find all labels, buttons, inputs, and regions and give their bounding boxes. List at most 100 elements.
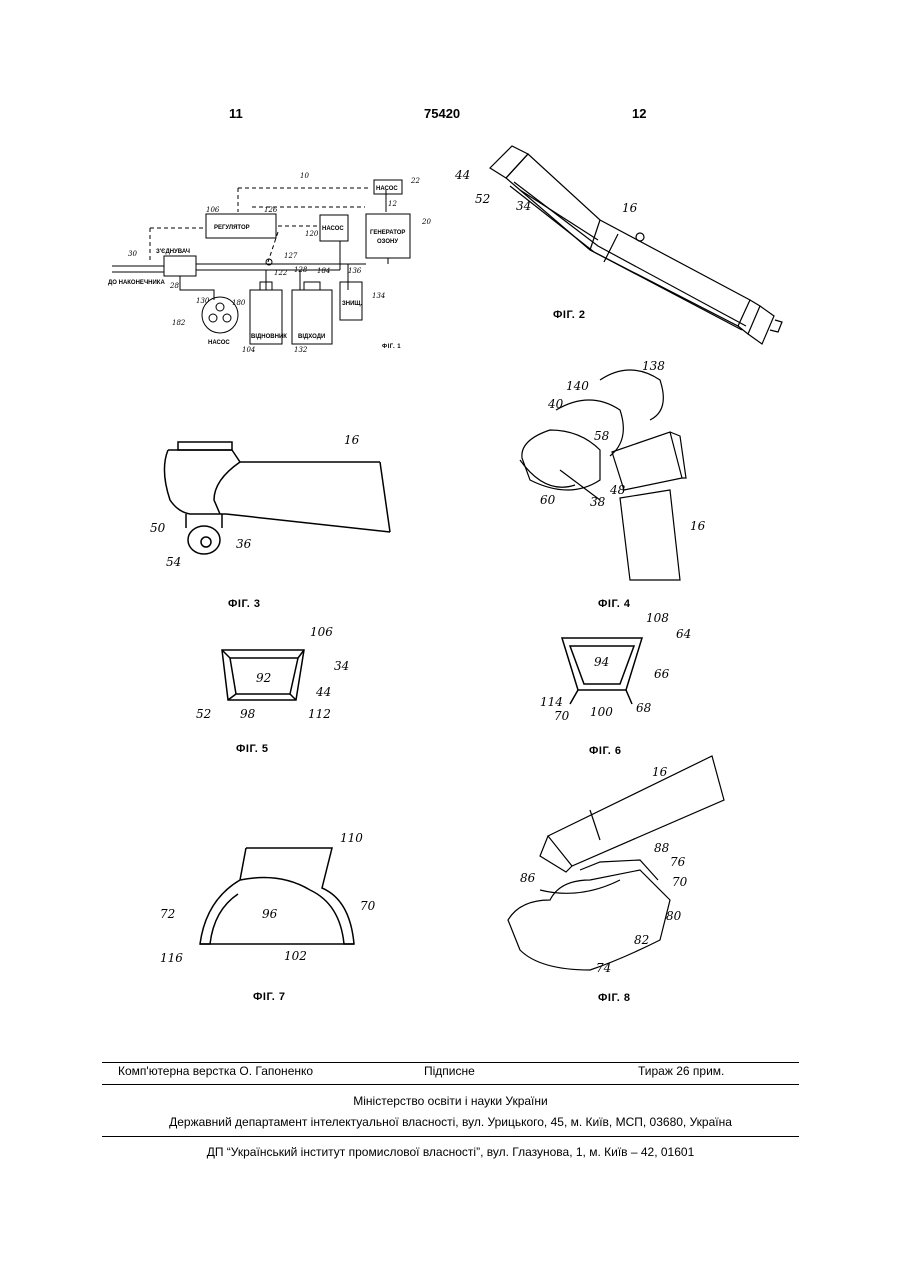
fig1-connector-block	[164, 256, 196, 276]
fig4-teeth-handpiece	[520, 370, 686, 580]
fig1-ref: 30	[128, 250, 137, 258]
fig8-ref: 76	[670, 855, 686, 869]
fig6-ref: 70	[554, 709, 570, 723]
fig1-ref: 120	[305, 230, 319, 238]
footer-ministry: Міністерство освіти і науки України	[102, 1094, 799, 1108]
fig3-ref: 16	[344, 433, 360, 447]
fig1-ref: 184	[317, 267, 330, 275]
fig8-ref: 82	[634, 933, 649, 947]
fig6-ref: 66	[654, 667, 670, 681]
fig4-ref: 140	[566, 379, 589, 393]
fig4-ref: 58	[594, 429, 610, 443]
fig4-caption: ФІГ. 4	[598, 598, 631, 610]
fig1-ref: 12	[388, 200, 397, 208]
fig8-ref: 74	[596, 961, 611, 975]
fig1-ref: 180	[232, 299, 246, 307]
fig7-caption: ФІГ. 7	[253, 991, 286, 1003]
fig2-ref: 52	[475, 192, 490, 206]
fig7-ref: 70	[360, 899, 376, 913]
fig1-ref: 126	[264, 206, 278, 214]
fig1-label-ozone-gen-1: ГЕНЕРАТОР	[370, 230, 405, 236]
fig4-ref: 40	[547, 397, 564, 411]
fig3-ref: 50	[150, 521, 166, 535]
fig3-ref: 36	[236, 537, 252, 551]
fig1-ref: 130	[196, 297, 210, 305]
footer-institute: ДП “Український інститут промислової вла…	[102, 1145, 799, 1159]
fig6-ref: 68	[636, 701, 652, 715]
footer-layout: Комп'ютерна верстка О. Гапоненко	[118, 1064, 313, 1078]
fig8-ref: 88	[654, 841, 670, 855]
fig7-ref: 96	[262, 907, 278, 921]
fig8-teeth-handpiece	[508, 756, 724, 970]
fig4-ref: 138	[642, 359, 665, 373]
fig6-ref: 64	[676, 627, 691, 641]
fig6-ref: 94	[594, 655, 609, 669]
fig1-ref: 182	[172, 319, 186, 327]
fig1-ref: 20	[421, 218, 431, 226]
fig8-ref: 86	[520, 871, 536, 885]
fig5-ref: 92	[256, 671, 271, 685]
fig1-ref: 10	[300, 172, 309, 180]
footer-signed: Підписне	[424, 1064, 475, 1078]
fig4-ref: 60	[540, 493, 556, 507]
footer-circulation: Тираж 26 прим.	[638, 1064, 724, 1078]
fig1-label-destroyer: ЗНИЩ.	[342, 301, 363, 307]
fig7-ref: 102	[284, 949, 307, 963]
fig1-label-to-tip: ДО НАКОНЕЧНИКА	[108, 280, 165, 286]
fig1-label-reductant: ВІДНОВНИК	[251, 334, 287, 340]
fig3-handpiece-head	[164, 442, 390, 554]
fig7-ref: 72	[160, 907, 175, 921]
fig5-ref: 44	[315, 685, 331, 699]
footer-department: Державний департамент інтелектуальної вл…	[102, 1115, 799, 1129]
footer-divider	[102, 1136, 799, 1137]
fig1-ref: 28	[169, 282, 179, 290]
fig4-ref: 16	[690, 519, 706, 533]
fig3-ref: 54	[166, 555, 181, 569]
fig4-ref: 48	[609, 483, 626, 497]
fig8-caption: ФІГ. 8	[598, 992, 631, 1004]
fig7-ref: 110	[340, 831, 363, 845]
patent-drawings: НАСОС РЕГУЛЯТОР НАСОС ГЕНЕРАТОР ОЗОНУ З'…	[0, 0, 901, 1040]
fig1-ref: 106	[206, 206, 220, 214]
fig8-ref: 16	[652, 765, 668, 779]
fig1-ozone-generator-block	[366, 214, 410, 258]
fig1-label-pump-top: НАСОС	[376, 186, 398, 192]
fig1-ref: 22	[410, 177, 420, 185]
fig1-ref: 104	[242, 346, 255, 354]
fig1-ref: 132	[294, 346, 308, 354]
fig5-ref: 52	[196, 707, 211, 721]
fig1-ref: 122	[274, 269, 288, 277]
fig1-ref: 128	[294, 266, 308, 274]
fig2-handpiece	[490, 146, 782, 344]
fig1-label-pump-mid: НАСОС	[322, 226, 344, 232]
fig2-caption: ФІГ. 2	[553, 309, 586, 321]
fig5-ref: 112	[308, 707, 331, 721]
fig5-caption: ФІГ. 5	[236, 743, 269, 755]
footer-divider	[102, 1062, 799, 1063]
fig6-caption: ФІГ. 6	[589, 745, 622, 757]
fig1-caption: ФІГ. 1	[382, 344, 401, 350]
fig1-label-ozone-gen-2: ОЗОНУ	[377, 239, 398, 245]
fig1-ref: 134	[372, 292, 385, 300]
fig8-ref: 70	[672, 875, 688, 889]
fig8-ref: 80	[666, 909, 682, 923]
fig1-block-diagram: НАСОС РЕГУЛЯТОР НАСОС ГЕНЕРАТОР ОЗОНУ З'…	[108, 172, 431, 354]
fig2-ref: 16	[622, 201, 638, 215]
fig6-ref: 114	[540, 695, 563, 709]
fig5-ref: 98	[240, 707, 256, 721]
fig1-label-connector: З'ЄДНУВАЧ	[156, 249, 190, 255]
fig6-ref: 100	[590, 705, 613, 719]
fig4-ref: 38	[590, 495, 606, 509]
fig1-ref: 127	[284, 252, 298, 260]
fig7-ref: 116	[160, 951, 183, 965]
fig2-ref: 44	[454, 168, 470, 182]
footer-divider	[102, 1084, 799, 1085]
fig7-dome-section	[200, 848, 354, 944]
fig1-ref: 136	[348, 267, 362, 275]
fig6-ref: 108	[646, 611, 669, 625]
fig1-label-regulator: РЕГУЛЯТОР	[214, 225, 250, 231]
fig3-caption: ФІГ. 3	[228, 598, 261, 610]
fig1-label-waste: ВІДХОДИ	[298, 334, 325, 340]
fig6-cup-section	[562, 638, 642, 704]
fig1-label-pump-bottom: НАСОС	[208, 340, 230, 346]
